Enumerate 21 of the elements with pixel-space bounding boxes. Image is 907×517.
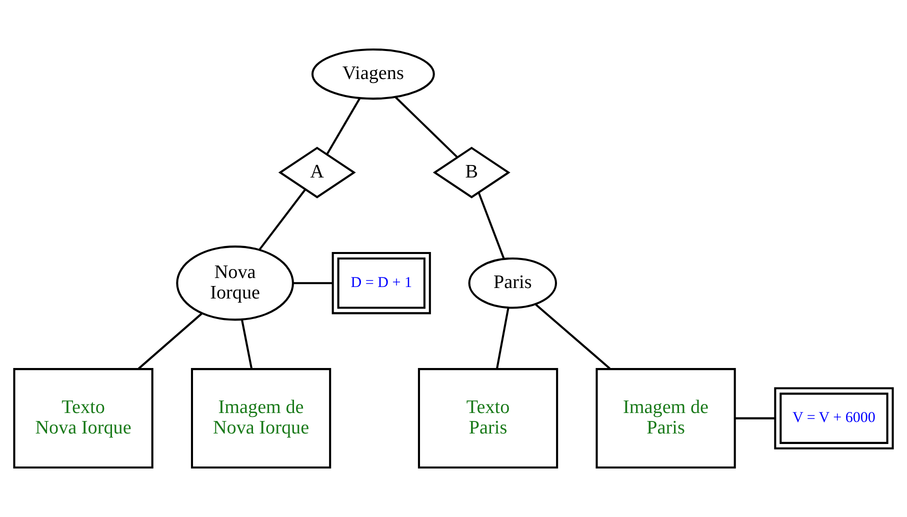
connector	[326, 98, 361, 155]
connector	[258, 188, 306, 250]
node-ellipse: Paris	[468, 257, 557, 309]
connector	[240, 319, 253, 369]
connector	[478, 192, 505, 260]
connector	[394, 96, 458, 158]
node-ellipse: Viagens	[311, 48, 435, 100]
node-box: Texto Nova Iorque	[13, 368, 154, 469]
node-box: Imagem de Nova Iorque	[190, 368, 332, 469]
node-box: V = V + 6000	[774, 387, 894, 450]
connector	[496, 308, 510, 369]
connector	[535, 304, 610, 370]
node-box: D = D + 1	[332, 252, 431, 314]
node-diamond: B	[432, 146, 510, 198]
node-diamond: A	[278, 146, 356, 198]
connector	[735, 417, 776, 420]
node-ellipse: Nova Iorque	[176, 246, 294, 321]
connector	[138, 312, 202, 370]
node-box: Texto Paris	[418, 368, 558, 469]
node-box: Imagem de Paris	[596, 368, 736, 469]
connector	[293, 282, 333, 284]
